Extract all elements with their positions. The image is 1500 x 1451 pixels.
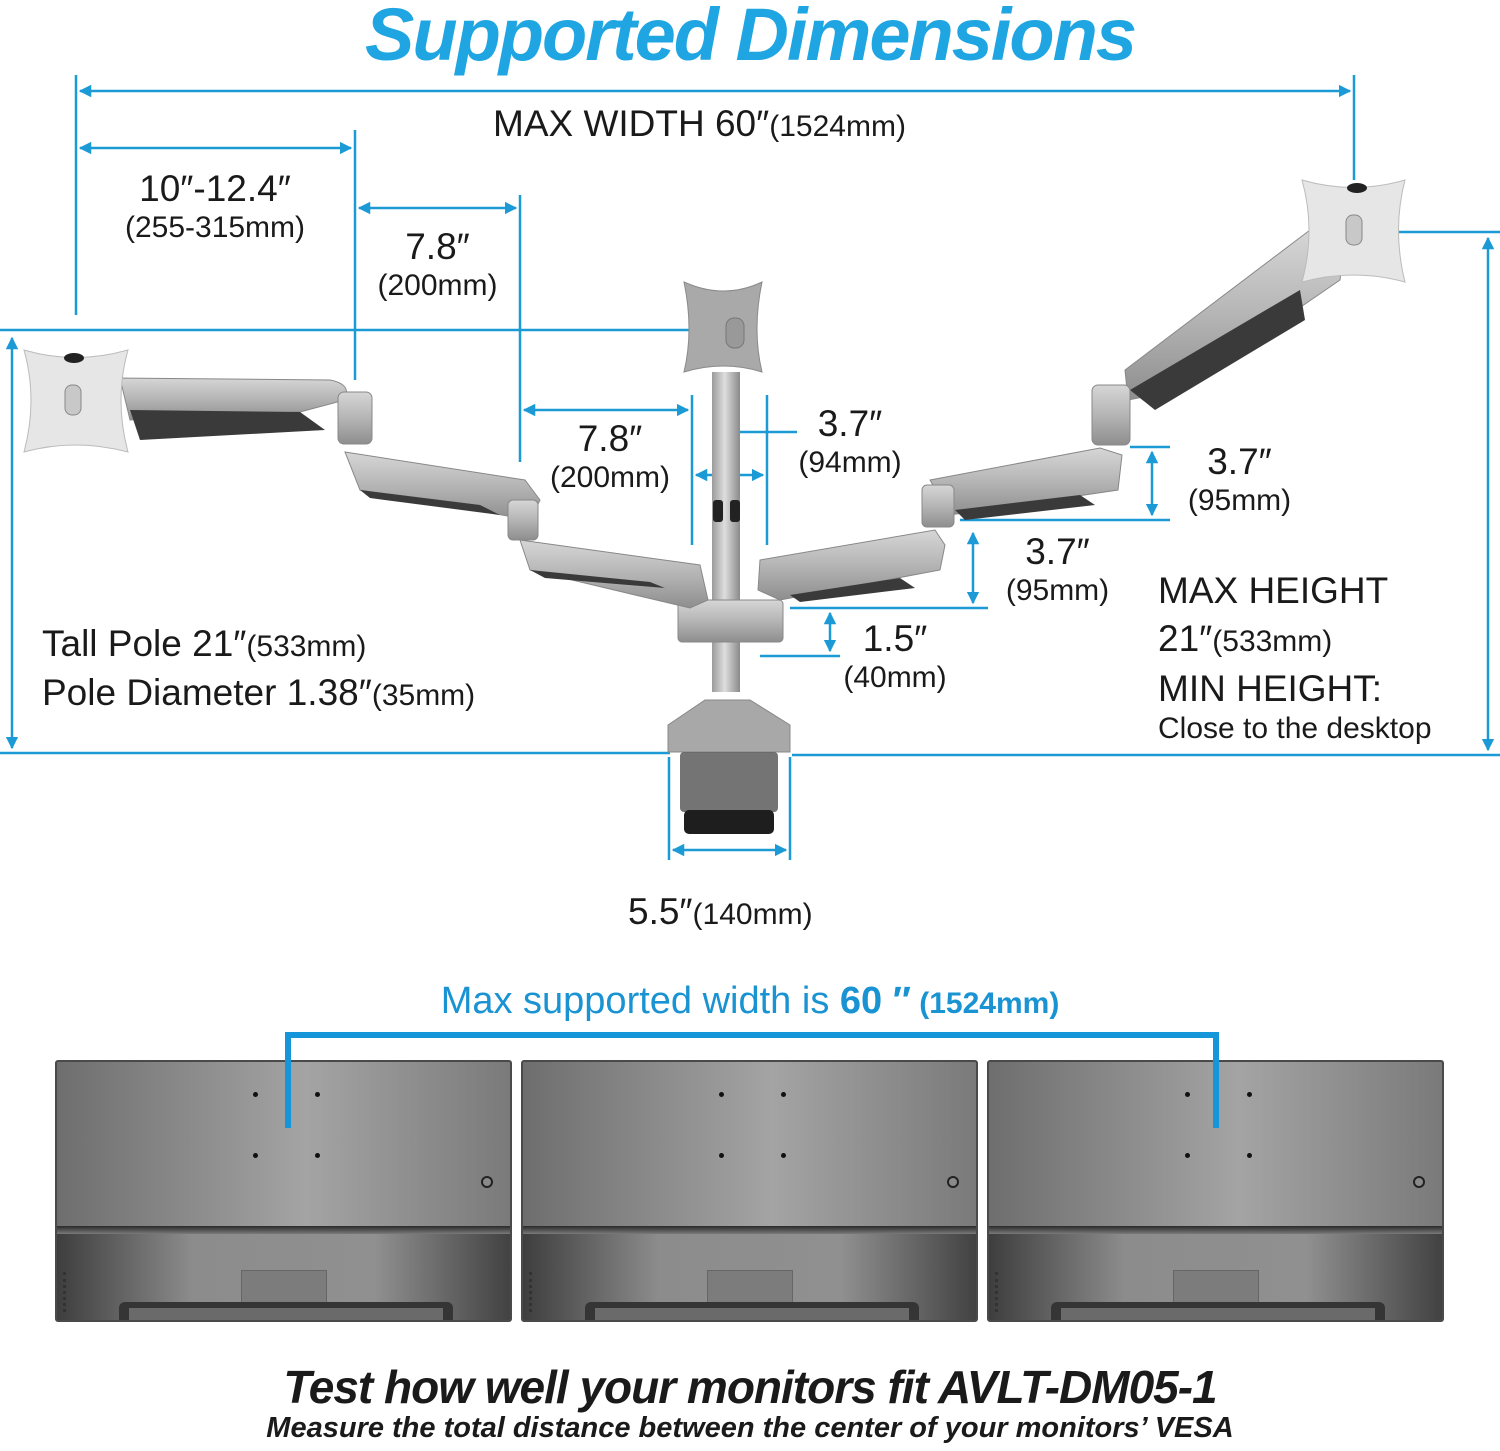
tall-pole-spec: Tall Pole 21″(533mm) (42, 623, 367, 664)
pole (712, 372, 740, 692)
vesa-plate-center (683, 281, 763, 373)
upper-segment-label: 7.8″ (200mm) (377, 226, 498, 302)
max-height-label: MAX HEIGHT (1158, 570, 1389, 611)
mount-diagram (0, 75, 1500, 860)
max-width-label: MAX WIDTH 60″(1524mm) (493, 103, 906, 144)
power-knob-icon (947, 1176, 959, 1188)
vesa-plate-right (1301, 179, 1406, 283)
right-arm (757, 229, 1346, 602)
footer-headline: Test how well your monitors fit AVLT-DM0… (283, 1361, 1217, 1413)
monitor-back-left (55, 1060, 512, 1322)
dimension-lines (0, 75, 1500, 860)
lower-segment-label: 7.8″ (200mm) (549, 418, 670, 494)
monitor-back-right (987, 1060, 1444, 1322)
min-height-label: MIN HEIGHT: (1158, 668, 1383, 709)
max-supported-width-heading: Max supported width is 60 ″ (1524mm) (440, 980, 1060, 1022)
max-height-value: 21″(533mm) (1158, 618, 1333, 659)
vesa-plate-left (23, 349, 129, 453)
monitor-back-center (521, 1060, 978, 1322)
min-height-value: Close to the desktop (1158, 712, 1432, 745)
power-knob-icon (1413, 1176, 1425, 1188)
power-knob-icon (481, 1176, 493, 1188)
pole-diameter-spec: Pole Diameter 1.38″(35mm) (42, 672, 476, 713)
right-arm-rise-label: 3.7″ (95mm) (1187, 441, 1292, 517)
clamp-width-label: 5.5″(140mm) (628, 891, 813, 932)
buttons-icon (995, 1272, 1008, 1312)
left-arm (119, 377, 709, 609)
desk-clamp (680, 752, 778, 812)
page-title: Supported Dimensions (365, 0, 1137, 76)
center-arm-rise-label: 3.7″ (95mm) (1005, 531, 1110, 607)
collar-height-label: 1.5″ (40mm) (843, 618, 947, 694)
buttons-icon (529, 1272, 542, 1312)
pole-offset-label: 3.7″ (94mm) (798, 403, 902, 479)
arm-reach-label: 10″-12.4″ (255-315mm) (124, 168, 306, 244)
footer-subline: Measure the total distance between the c… (266, 1412, 1234, 1444)
buttons-icon (63, 1272, 76, 1312)
collar (677, 599, 784, 643)
